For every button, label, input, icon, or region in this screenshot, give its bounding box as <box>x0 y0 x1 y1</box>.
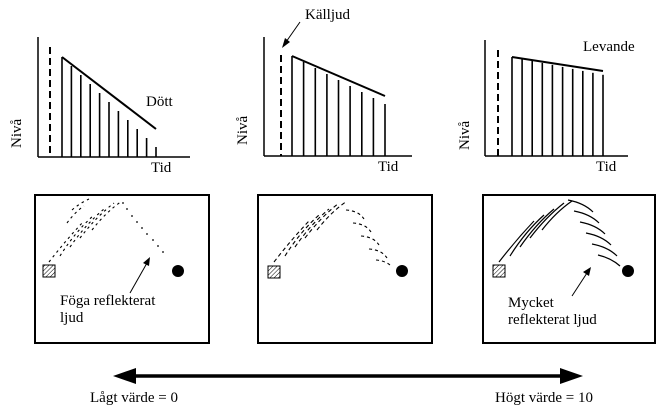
x-axis-label: Tid <box>151 160 172 176</box>
room-caption: Mycket reflekterat ljud <box>508 295 597 329</box>
room-caption-line: Föga reflekterat <box>60 293 156 309</box>
x-axis-label: Tid <box>596 159 617 175</box>
listener-icon <box>172 265 184 277</box>
decay-top-line <box>61 56 157 130</box>
room-dead <box>34 194 210 344</box>
caption-pointer-head <box>143 257 150 266</box>
loudspeaker-icon <box>267 265 281 279</box>
sound-waves <box>273 200 348 263</box>
kalljud-arrow <box>285 21 301 43</box>
decay-bars <box>511 57 604 156</box>
reflected-waves <box>567 199 621 267</box>
listener-icon <box>622 265 634 277</box>
sound-waves-outgoing <box>66 198 90 224</box>
decay-top-line <box>511 56 604 72</box>
room-frame <box>34 194 210 344</box>
y-axis-label: Nivå <box>457 120 473 150</box>
curve-label: Dött <box>146 94 173 110</box>
high-value-label: Högt värde = 10 <box>495 390 594 406</box>
y-axis-label: Nivå <box>9 118 25 148</box>
y-axis-label: Nivå <box>235 115 251 145</box>
room-caption: Föga reflekterat ljud <box>60 293 155 327</box>
decay-top-line <box>291 55 386 97</box>
x-axis-label: Tid <box>378 159 399 175</box>
caption-pointer <box>571 272 588 297</box>
chart-source <box>263 21 412 157</box>
room-caption-line: Mycket <box>508 295 554 311</box>
room-frame <box>482 194 656 344</box>
value-scale-arrow <box>113 368 583 384</box>
kalljud-label: Källjud <box>305 7 350 23</box>
room-medium <box>257 194 433 344</box>
arrow-head-left <box>113 368 136 384</box>
low-value-label: Lågt värde = 0 <box>90 390 179 406</box>
reflected-waves <box>345 209 393 268</box>
room-frame <box>257 194 433 344</box>
arrow-head-right <box>560 368 583 384</box>
curve-label: Levande <box>583 39 635 55</box>
loudspeaker-icon <box>492 264 506 278</box>
chart-dead <box>37 37 190 158</box>
kalljud-arrow-head <box>282 38 290 48</box>
listener-icon <box>396 265 408 277</box>
caption-pointer-head <box>583 267 591 276</box>
decay-bars <box>291 56 386 156</box>
decay-bars <box>61 57 157 157</box>
sound-waves <box>48 200 123 263</box>
caption-pointer <box>129 262 148 294</box>
sound-waves <box>498 200 573 263</box>
loudspeaker-icon <box>42 264 56 278</box>
reflected-dots <box>122 202 164 253</box>
chart-live <box>484 40 628 157</box>
room-live <box>482 194 656 344</box>
room-caption-line: reflekterat ljud <box>508 312 597 328</box>
room-caption-line: ljud <box>60 310 84 326</box>
